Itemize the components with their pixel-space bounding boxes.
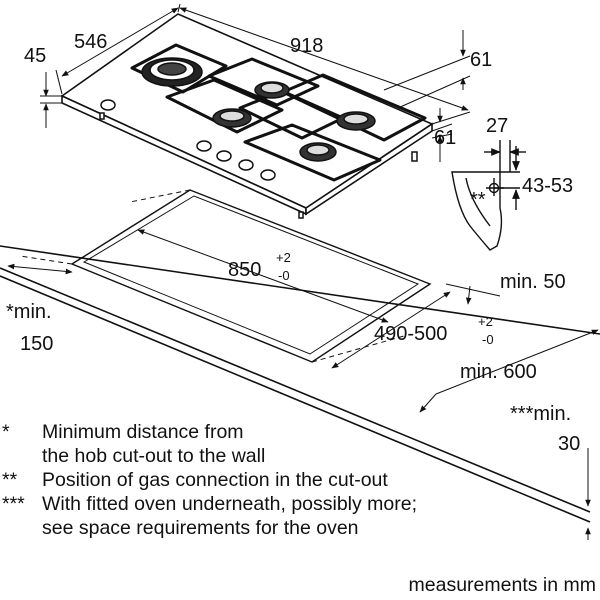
hob-dimension-lines xyxy=(40,3,471,162)
footnote-spacer xyxy=(2,516,42,540)
control-knobs xyxy=(100,99,276,181)
footnote-1: * Minimum distance from xyxy=(2,420,598,444)
label-hob-height: 45 xyxy=(24,45,46,67)
burner-front-right xyxy=(299,142,337,162)
svg-text:+2: +2 xyxy=(478,314,493,329)
footnote-mark: *** xyxy=(2,493,25,515)
svg-text:-0: -0 xyxy=(278,268,290,283)
footnote-mark: * xyxy=(2,421,10,443)
gas-connection-detail xyxy=(451,140,526,251)
burner-front-left xyxy=(212,108,252,128)
label-hob-width: 918 xyxy=(290,35,323,57)
footnote-3: *** With fitted oven underneath, possibl… xyxy=(2,492,598,516)
footnote-text: see space requirements for the oven xyxy=(42,517,359,539)
footnote-text: With fitted oven underneath, possibly mo… xyxy=(42,493,418,515)
label-detail-width: 27 xyxy=(486,115,508,137)
cutout-inner xyxy=(82,195,420,355)
label-cutout-width: 850 +2 -0 xyxy=(228,250,291,283)
label-right-edge-side: 61 xyxy=(434,127,456,149)
burner-rear-right xyxy=(336,111,376,131)
footnote-text: Minimum distance from xyxy=(42,421,244,443)
footnotes: * Minimum distance from the hob cut-out … xyxy=(2,420,598,540)
unit-note: measurements in mm xyxy=(408,574,596,596)
label-wall-distance-value: 150 xyxy=(20,333,53,355)
cutout-outer xyxy=(70,189,432,363)
cutout xyxy=(70,189,432,363)
label-detail-height: 43-53 xyxy=(522,175,573,197)
footnote-1-continued: the hob cut-out to the wall xyxy=(2,444,598,468)
footnote-text: Position of gas connection in the cut-ou… xyxy=(42,469,388,491)
svg-text:-0: -0 xyxy=(482,332,494,347)
label-gas-marker: ** xyxy=(470,189,486,211)
footnote-2: ** Position of gas connection in the cut… xyxy=(2,468,598,492)
hob-feet xyxy=(99,112,418,219)
footnote-spacer xyxy=(2,444,42,468)
dimension-labels: 45 546 918 61 61 27 43-53 ** 850 +2 -0 4… xyxy=(6,31,580,455)
label-wall-distance: *min. xyxy=(6,301,52,323)
label-worktop-thickness: ***min. xyxy=(510,403,571,425)
label-right-edge-top: 61 xyxy=(470,49,492,71)
burner-rear-middle xyxy=(254,81,290,99)
footnote-text: the hob cut-out to the wall xyxy=(42,445,266,467)
projection-lines xyxy=(19,189,405,363)
label-hob-depth: 546 xyxy=(74,31,107,53)
cutout-dimension-lines xyxy=(7,229,599,540)
svg-text:+2: +2 xyxy=(276,250,291,265)
label-worktop-depth: min. 600 xyxy=(460,361,537,383)
label-back-distance: min. 50 xyxy=(500,271,566,293)
footnote-3-continued: see space requirements for the oven xyxy=(2,516,598,540)
svg-text:490-500: 490-500 xyxy=(374,323,447,345)
label-worktop-thickness-value: 30 xyxy=(558,433,580,455)
wok-burner xyxy=(141,57,203,87)
label-cutout-depth: 490-500 +2 -0 xyxy=(374,314,494,347)
svg-text:850: 850 xyxy=(228,259,261,281)
footnote-mark: ** xyxy=(2,469,18,491)
